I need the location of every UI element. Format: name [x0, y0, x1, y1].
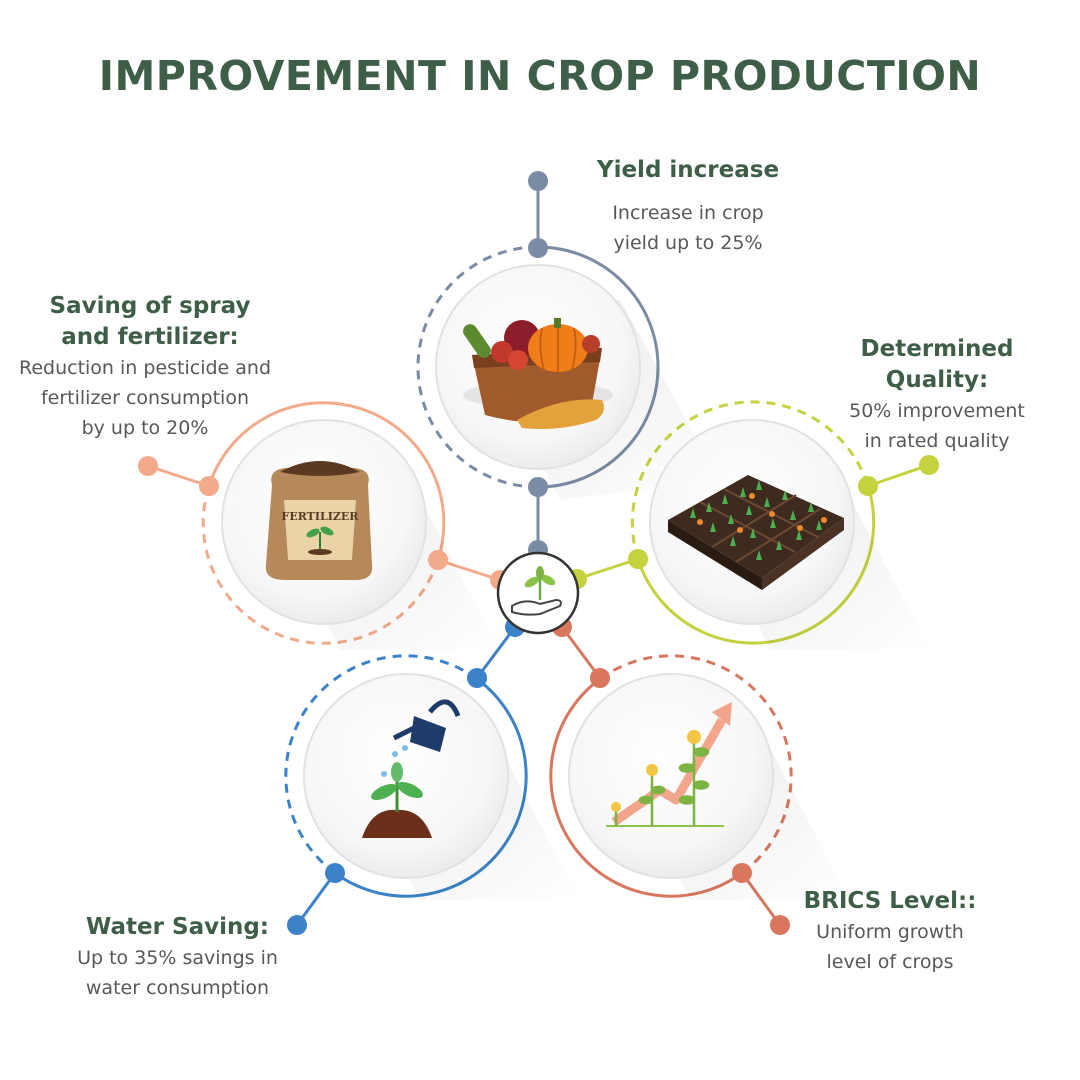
ring-water-dashed — [284, 654, 478, 875]
ring-quality-dashed — [630, 400, 870, 560]
water-desc-line-2: water consumption — [85, 977, 270, 999]
connector-spray-outer — [147, 464, 210, 488]
connector-quality-outer — [867, 463, 930, 488]
page-title: IMPROVEMENT IN CROP PRODUCTION — [98, 52, 982, 100]
yield-desc-line-2: yield up to 25% — [613, 232, 763, 254]
spray-heading-line-2: and fertilizer: — [61, 324, 239, 350]
brics-desc-line-1: Uniform growth — [816, 921, 964, 943]
brics-desc-line-2: level of crops — [826, 951, 954, 973]
disc-water — [303, 673, 509, 879]
spray-desc-line-2: fertilizer consumption — [40, 387, 249, 409]
water-desc-line-1: Up to 35% savings in — [77, 947, 278, 969]
center-hub — [496, 551, 580, 635]
label-spray: Saving of spray and fertilizer: Reductio… — [0, 291, 290, 443]
connector-brics-center — [560, 626, 602, 679]
connector-dots — [138, 171, 939, 935]
connector-water-center — [475, 626, 517, 679]
watering-can-icon — [362, 699, 461, 838]
yield-desc-line-1: Increase in crop — [612, 202, 764, 224]
label-brics: BRICS Level:: Uniform growth level of cr… — [790, 886, 990, 977]
connector-water-outer — [295, 872, 337, 926]
fertilizer-bag-icon: FERTILIZER — [265, 461, 373, 580]
spray-heading-line-1: Saving of spray — [49, 293, 251, 319]
quality-desc-line-2: in rated quality — [864, 430, 1010, 452]
label-yield: Yield increase Increase in crop yield up… — [578, 155, 798, 258]
ring-spray-solid — [207, 401, 446, 561]
svg-text:FERTILIZER: FERTILIZER — [282, 510, 360, 523]
yield-heading: Yield increase — [596, 157, 780, 183]
water-heading: Water Saving: — [85, 914, 269, 940]
crop-field-icon — [668, 475, 844, 590]
label-water: Water Saving: Up to 35% savings in water… — [55, 912, 300, 1003]
vegetable-basket-icon — [463, 318, 613, 429]
hand-plant-icon — [511, 566, 562, 616]
spray-desc-line-1: Reduction in pesticide and — [18, 357, 272, 379]
disc-brics — [568, 673, 774, 879]
label-quality: Determined Quality: 50% improvement in r… — [806, 334, 1068, 456]
spray-desc-line-3: by up to 20% — [81, 417, 209, 439]
quality-desc-line-1: 50% improvement — [849, 400, 1025, 422]
ring-yield-dashed — [416, 245, 539, 489]
connector-quality-center — [576, 557, 639, 581]
brics-heading: BRICS Level:: — [803, 888, 977, 914]
ring-spray-dashed — [201, 485, 440, 645]
quality-heading: Determined Quality: — [860, 336, 1014, 393]
growth-chart-icon — [606, 702, 732, 827]
